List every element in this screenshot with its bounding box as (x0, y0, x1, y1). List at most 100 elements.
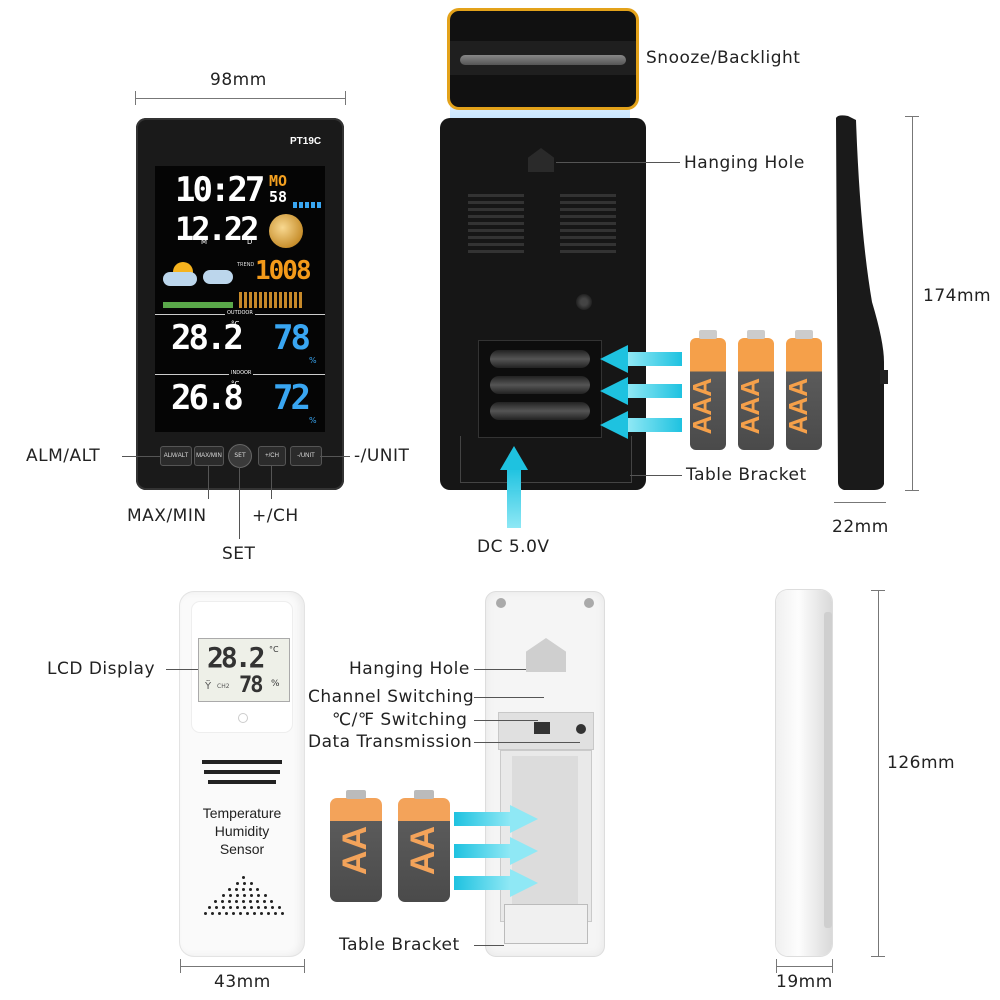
sensor-temp: 28.2 (207, 641, 265, 674)
alm-alt-button[interactable]: ALM/ALT (160, 446, 192, 466)
leader-line (122, 456, 160, 457)
vent-slot (468, 229, 524, 232)
arrow (454, 812, 510, 826)
outdoor-temp-unit: °C (231, 320, 240, 328)
grille-dot (243, 894, 246, 897)
vent-slot (468, 250, 524, 253)
color-lcd-screen: 10:27 MO 58 12.22 M D TREND 1008 OUTDOOR… (155, 166, 325, 432)
leader-line (208, 465, 209, 499)
dim-tick (776, 959, 777, 973)
battery-label: AA (404, 826, 442, 876)
channel-switch[interactable] (534, 722, 550, 734)
grille-dot (228, 888, 231, 891)
grille-dot (218, 912, 221, 915)
dim-tick (871, 590, 885, 591)
table-bracket[interactable] (460, 436, 632, 483)
arrow-head (500, 446, 528, 470)
snooze-backlight-bar[interactable] (460, 55, 626, 65)
battery-cell (490, 350, 590, 368)
grille-dot (250, 882, 253, 885)
battery-label: AAA (783, 378, 813, 435)
grille-dot (270, 900, 273, 903)
vent-slot (560, 222, 616, 225)
grille-dot (242, 888, 245, 891)
sensor-side-body (776, 590, 832, 956)
grille-dot (274, 912, 277, 915)
leader-line (474, 669, 526, 670)
callout-alm-alt: ALM/ALT (26, 446, 101, 466)
grille-dot (249, 900, 252, 903)
vent-slot (468, 243, 524, 246)
grille-dot (260, 912, 263, 915)
sensor-depth-label: 19mm (776, 972, 833, 992)
height-label: 174mm (923, 286, 992, 306)
vent-slot (560, 215, 616, 218)
callout-sensor-table-bracket: Table Bracket (339, 935, 460, 955)
vent-slot (560, 236, 616, 239)
sensor-table-bracket[interactable] (504, 904, 588, 944)
leader-line (166, 669, 198, 670)
dim-tick (345, 91, 346, 105)
leader-line (630, 475, 682, 476)
forecast-bar (163, 302, 233, 308)
battery-label: AAA (735, 378, 765, 435)
sensor-humidity-unit: % (271, 679, 280, 689)
callout-channel-switching: Channel Switching (308, 687, 475, 707)
plus-ch-button[interactable]: +/CH (258, 446, 286, 466)
dim-tick (905, 490, 919, 491)
arrow-head (510, 869, 538, 897)
grille-dot (257, 894, 260, 897)
outdoor-label: OUTDOOR (225, 310, 255, 316)
indoor-humidity: 72 (273, 378, 311, 418)
height-dim-line (878, 590, 879, 956)
grille-dot (239, 912, 242, 915)
grille-dot (267, 912, 270, 915)
console-side-profile (836, 115, 888, 490)
vent-slot (560, 201, 616, 204)
vent-slot (468, 236, 524, 239)
moon-phase-icon (269, 214, 303, 248)
height-dim-line (912, 116, 913, 490)
seconds-display: 58 (269, 188, 288, 206)
battery-cell (490, 402, 590, 420)
leader-line (474, 697, 544, 698)
aa-battery: AA (398, 790, 450, 902)
indicator-light (238, 713, 248, 723)
max-min-button[interactable]: MAX/MIN (194, 446, 224, 466)
side-edge (824, 612, 832, 928)
leader-line (320, 456, 350, 457)
grille-dot (256, 900, 259, 903)
width-dim-line (135, 98, 345, 99)
dim-tick (304, 959, 305, 973)
set-button[interactable]: SET (228, 444, 252, 468)
sensor-humidity: 78 (239, 673, 263, 698)
width-label: 98mm (210, 70, 267, 90)
grille-dot (246, 912, 249, 915)
grille-dot (278, 906, 281, 909)
data-transmission-button[interactable] (576, 724, 586, 734)
time-display: 10:27 (175, 170, 265, 210)
minus-unit-button[interactable]: -/UNIT (290, 446, 322, 466)
dim-tick (135, 91, 136, 105)
grille-dot (214, 900, 217, 903)
arrow-head (510, 837, 538, 865)
vent-slot (468, 201, 524, 204)
grille-dot (257, 906, 260, 909)
battery-label: AA (336, 826, 374, 876)
sensor-caption-line: Humidity (214, 823, 270, 839)
grille-dot (235, 888, 238, 891)
callout-snooze: Snooze/Backlight (646, 48, 801, 68)
grille-dot (250, 906, 253, 909)
grille-dot (232, 912, 235, 915)
aaa-battery: AAA (735, 330, 774, 450)
width-dim-line (180, 966, 304, 967)
grille-dot (215, 906, 218, 909)
vent-slot (560, 243, 616, 246)
grille-dot (235, 900, 238, 903)
callout-data-transmission: Data Transmission (308, 732, 473, 752)
arrow (454, 844, 510, 858)
vent-slot (560, 229, 616, 232)
depth-dim-line (776, 966, 832, 967)
cloud-icon (203, 270, 233, 284)
aaa-battery: AAA (687, 330, 726, 450)
